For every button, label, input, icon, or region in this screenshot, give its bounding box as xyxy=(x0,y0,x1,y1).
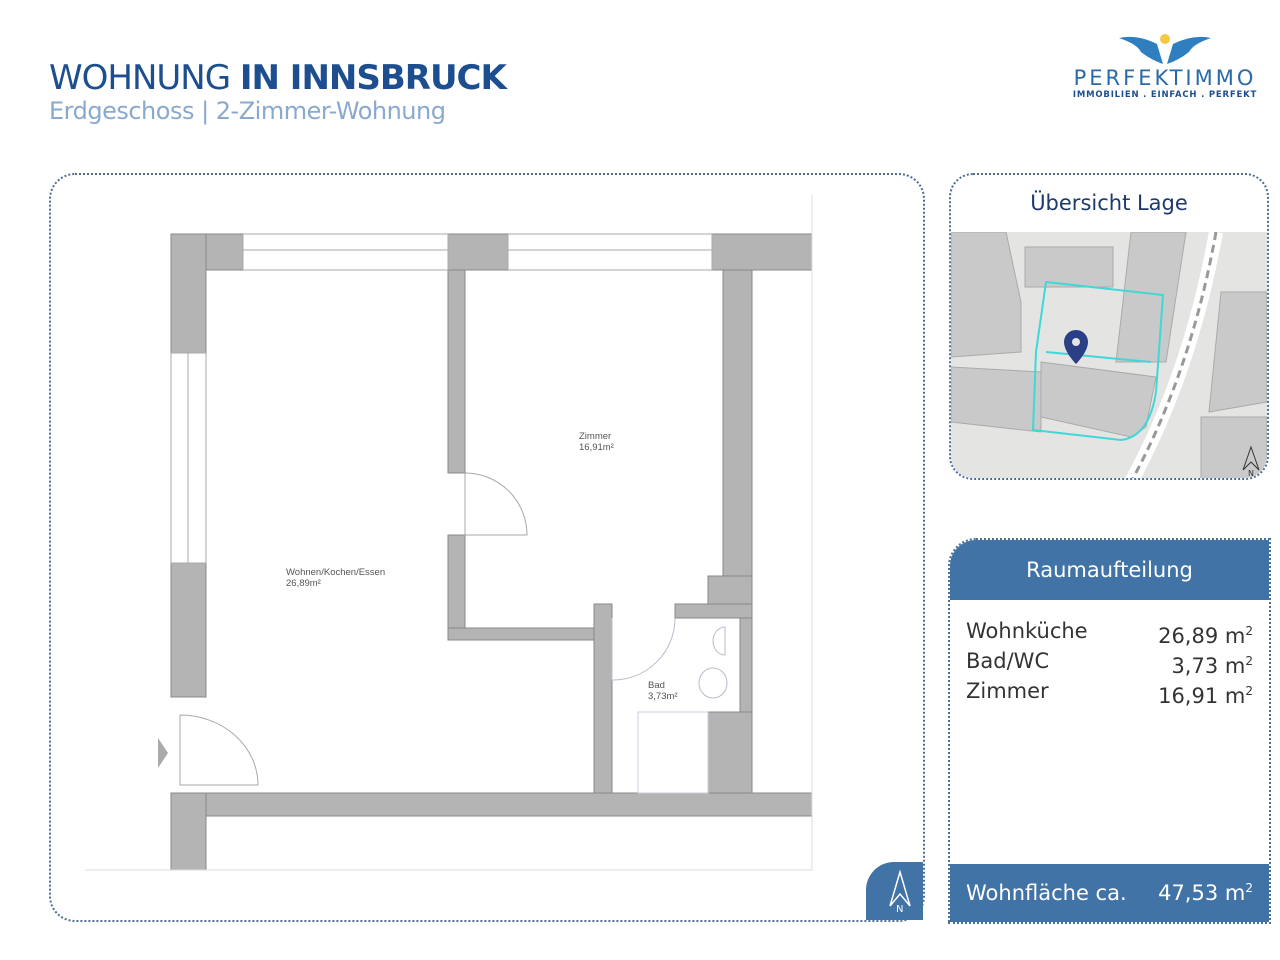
total-area-row: Wohnfläche ca.47,53 m2 xyxy=(950,864,1269,922)
location-map: N xyxy=(951,230,1267,478)
location-pin-icon xyxy=(1064,330,1088,364)
wall xyxy=(447,233,509,271)
wall xyxy=(674,603,753,619)
room-name: Zimmer xyxy=(579,431,611,442)
north-arrow-badge: N xyxy=(866,862,923,920)
page-title: WOHNUNG IN INNSBRUCK xyxy=(49,58,507,98)
title-light: WOHNUNG xyxy=(49,58,240,98)
wall xyxy=(722,269,753,581)
svg-text:N: N xyxy=(1248,469,1254,478)
north-arrow-icon: N xyxy=(889,869,911,915)
logo-tagline: IMMOBILIEN . EINFACH . PERFEKT xyxy=(1072,90,1258,100)
svg-text:N: N xyxy=(896,904,903,915)
wall xyxy=(707,711,753,794)
wall xyxy=(447,534,466,641)
wall xyxy=(739,617,753,713)
wall xyxy=(447,627,609,641)
floor-plan: Wohnen/Kochen/Essen 26,89m² Zimmer 16,91… xyxy=(85,195,813,871)
location-overview-panel: Übersicht Lage N xyxy=(949,173,1269,480)
wall xyxy=(711,233,813,271)
room-area: 16,91m² xyxy=(579,442,614,453)
door-swing xyxy=(464,472,528,536)
room-name: Bad xyxy=(648,680,665,691)
location-title: Übersicht Lage xyxy=(1030,191,1188,215)
logo-brand: PERFEKTIMMO xyxy=(1073,66,1257,90)
wall xyxy=(593,603,613,794)
room-area: 26,89m² xyxy=(286,578,321,589)
wall xyxy=(170,562,207,698)
room-name: Wohnen/Kochen/Essen xyxy=(286,567,385,578)
page-subtitle: Erdgeschoss | 2-Zimmer-Wohnung xyxy=(49,97,446,125)
wall xyxy=(170,792,207,871)
room-area: 3,73m² xyxy=(648,691,678,702)
wall xyxy=(170,792,813,817)
floor-plan-frame xyxy=(49,173,925,922)
parcel-outline xyxy=(1031,280,1165,442)
wall xyxy=(447,269,466,474)
wall xyxy=(707,575,753,607)
title-bold: IN INNSBRUCK xyxy=(239,58,507,98)
north-arrow-icon xyxy=(1242,445,1260,471)
room-breakdown-title: Raumaufteilung xyxy=(950,540,1269,600)
company-logo: PERFEKTIMMO IMMOBILIEN . EINFACH . PERFE… xyxy=(1062,30,1268,110)
entrance-door-swing xyxy=(179,714,259,786)
wall xyxy=(170,233,207,354)
entrance-arrow-icon xyxy=(158,738,168,768)
door-swing xyxy=(611,617,676,681)
wings-logo-icon xyxy=(1119,34,1211,64)
